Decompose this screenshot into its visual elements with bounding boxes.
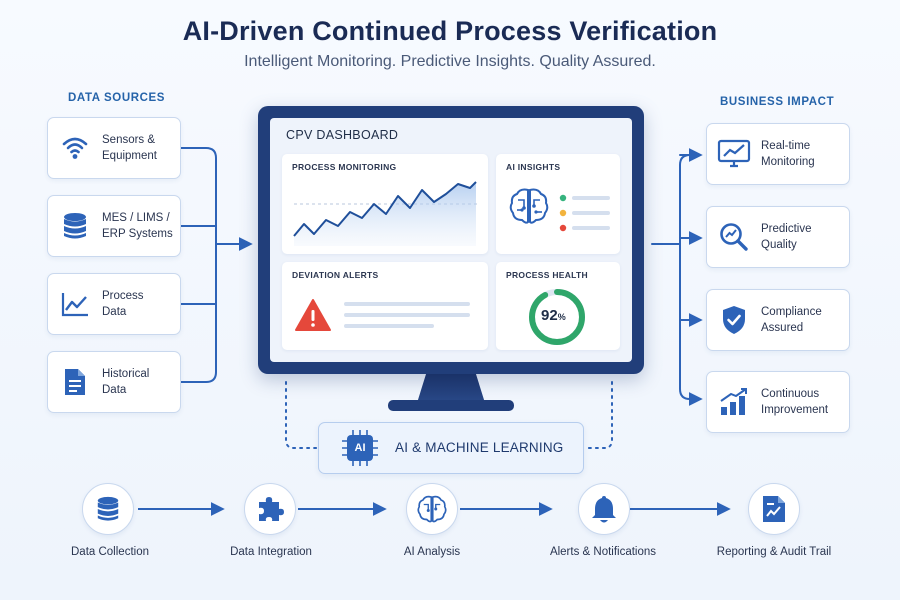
source-card-process-data: Process Data — [47, 273, 181, 335]
source-label: Historical Data — [102, 368, 150, 396]
monitor-chart-icon — [707, 124, 761, 184]
source-label: Process Data — [102, 290, 144, 318]
source-card-mes-lims-erp: MES / LIMS / ERP Systems — [47, 195, 181, 257]
health-gauge — [529, 289, 585, 345]
source-label: MES / LIMS / ERP Systems — [102, 212, 173, 240]
document-icon — [48, 352, 102, 412]
database-icon — [97, 496, 119, 521]
puzzle-icon — [259, 497, 284, 521]
ai-ml-label: AI & MACHINE LEARNING — [395, 440, 564, 455]
step-label: Data Collection — [71, 546, 149, 558]
step-data-integration — [244, 483, 296, 535]
shield-check-icon — [707, 290, 761, 350]
wifi-icon — [48, 118, 102, 178]
impact-card-realtime: Real-time Monitoring — [706, 123, 850, 185]
monitor-stand — [416, 374, 486, 404]
step-label: AI Analysis — [403, 546, 461, 558]
impact-label: Real-time Monitoring — [761, 140, 815, 168]
step-label: Alerts & Notifications — [549, 546, 657, 558]
line-chart-icon — [48, 274, 102, 334]
alert-text-lines — [344, 302, 470, 328]
chip-pins — [342, 430, 378, 466]
impact-label: Predictive Quality — [761, 223, 812, 251]
warning-icon — [295, 299, 331, 331]
source-card-sensors: Sensors & Equipment — [47, 117, 181, 179]
impact-card-improvement: Continuous Improvement — [706, 371, 850, 433]
step-alerts-notifications — [578, 483, 630, 535]
brain-icon — [509, 188, 549, 224]
step-label: Data Integration — [230, 546, 312, 558]
dashboard-title: CPV DASHBOARD — [286, 128, 399, 142]
bar-growth-icon — [707, 372, 761, 432]
impact-card-compliance: Compliance Assured — [706, 289, 850, 351]
dashboard-monitor: CPV DASHBOARD PROCESS MONITORING AI INSI… — [258, 106, 644, 374]
step-label: Reporting & Audit Trail — [716, 546, 832, 558]
dashboard-screen: CPV DASHBOARD PROCESS MONITORING AI INSI… — [270, 118, 632, 362]
process-trend-chart — [293, 181, 480, 246]
deviation-alerts-title: DEVIATION ALERTS — [292, 270, 379, 280]
insight-indicators — [559, 194, 610, 232]
source-card-historical-data: Historical Data — [47, 351, 181, 413]
process-health-panel: PROCESS HEALTH 92% — [496, 262, 620, 350]
ai-insights-title: AI INSIGHTS — [506, 162, 561, 172]
process-monitoring-title: PROCESS MONITORING — [292, 162, 397, 172]
process-monitoring-panel: PROCESS MONITORING — [282, 154, 488, 254]
magnifier-trend-icon — [707, 207, 761, 267]
step-data-collection — [82, 483, 134, 535]
ai-ml-box: AI AI & MACHINE LEARNING — [318, 422, 584, 474]
database-icon — [48, 196, 102, 256]
business-impact-label: BUSINESS IMPACT — [720, 96, 835, 108]
brain-icon — [417, 495, 447, 523]
impact-card-predictive: Predictive Quality — [706, 206, 850, 268]
monitor-base — [388, 400, 514, 411]
process-health-title: PROCESS HEALTH — [506, 270, 588, 280]
ai-chip-icon: AI — [347, 435, 373, 461]
page-title: AI-Driven Continued Process Verification — [182, 16, 718, 46]
data-sources-label: DATA SOURCES — [68, 92, 166, 104]
step-ai-analysis — [406, 483, 458, 535]
health-value: 92% — [541, 307, 566, 324]
page-subtitle: Intelligent Monitoring. Predictive Insig… — [244, 53, 656, 70]
step-reporting-audit — [748, 483, 800, 535]
deviation-alerts-panel: DEVIATION ALERTS — [282, 262, 488, 350]
impact-label: Compliance Assured — [761, 306, 822, 334]
source-label: Sensors & Equipment — [102, 134, 157, 162]
report-icon — [763, 496, 785, 522]
bell-icon — [592, 496, 616, 523]
ai-insights-panel: AI INSIGHTS — [496, 154, 620, 254]
impact-label: Continuous Improvement — [761, 388, 829, 416]
